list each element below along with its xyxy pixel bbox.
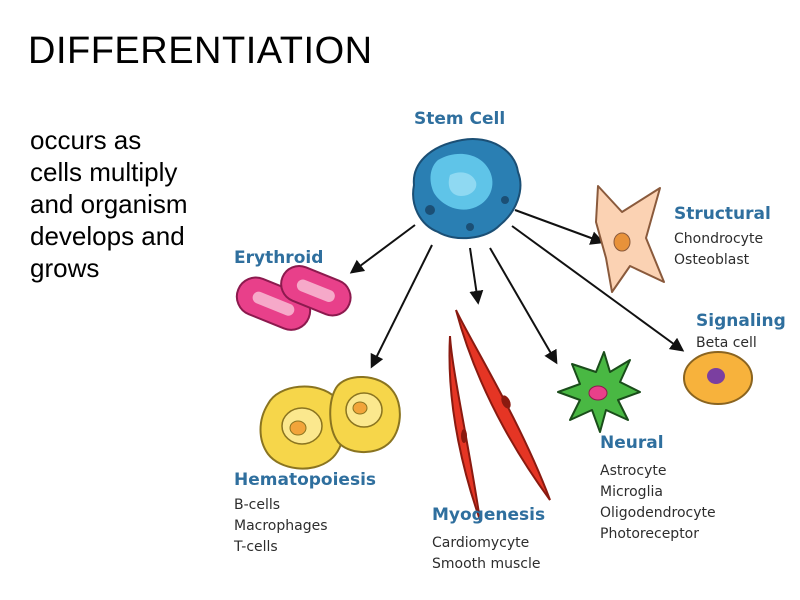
erythroid-label: Erythroid	[234, 248, 323, 268]
stem-cell-illustration	[412, 138, 522, 240]
body-line: cells multiply	[30, 157, 178, 187]
signaling-cell	[683, 351, 753, 405]
structural-label: Structural	[674, 204, 771, 224]
hematopoiesis-label: Hematopoiesis	[234, 470, 376, 490]
body-line: occurs as	[30, 125, 142, 155]
arrows	[349, 209, 685, 369]
signaling-item: Beta cell	[696, 335, 757, 351]
body-line: and organism	[30, 189, 188, 219]
structural-item: Osteoblast	[674, 252, 750, 268]
neural-item: Photoreceptor	[600, 526, 699, 542]
arrow-to-myogenesis	[469, 247, 484, 305]
neural-item: Oligodendrocyte	[600, 505, 716, 521]
erythroid-cells	[235, 265, 352, 331]
body-line: develops and	[30, 221, 185, 251]
body-line: grows	[30, 253, 100, 283]
slide-body-text: occurs as cells multiply and organism de…	[30, 124, 240, 284]
arrow-to-erythroid	[349, 224, 416, 274]
neural-item: Microglia	[600, 484, 663, 500]
hematopoiesis-item: Macrophages	[234, 518, 328, 534]
slide-title: DIFFERENTIATION	[28, 30, 373, 72]
myogenesis-label: Myogenesis	[432, 505, 545, 525]
arrow-to-neural	[489, 247, 558, 365]
neural-cell	[557, 351, 641, 433]
myogenesis-item: Smooth muscle	[432, 556, 540, 572]
structural-item: Chondrocyte	[674, 231, 763, 247]
neural-item: Astrocyte	[600, 463, 666, 479]
arrow-to-signaling	[511, 225, 685, 352]
hematopoiesis-cells	[259, 375, 401, 470]
structural-cell	[595, 185, 665, 293]
stem-cell-label: Stem Cell	[414, 109, 505, 129]
arrow-to-structural	[514, 209, 605, 245]
hematopoiesis-item: T-cells	[233, 539, 278, 555]
arrow-to-hematopoiesis	[370, 244, 433, 369]
hematopoiesis-item: B-cells	[234, 497, 280, 513]
muscle-cells	[448, 309, 551, 521]
neural-label: Neural	[600, 433, 664, 453]
signaling-label: Signaling	[696, 311, 786, 331]
myogenesis-item: Cardiomycyte	[432, 535, 529, 551]
